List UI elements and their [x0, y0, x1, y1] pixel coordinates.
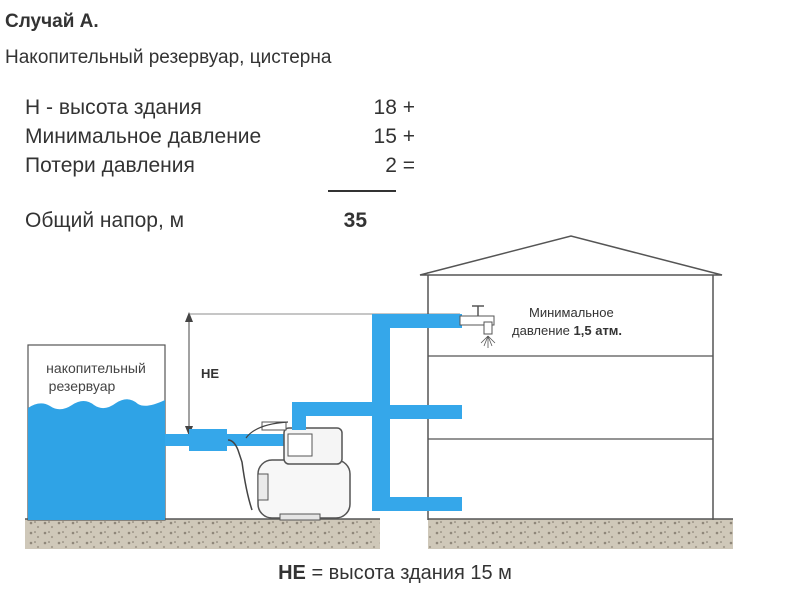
ground-left: [25, 519, 380, 549]
faucet-icon: [459, 305, 496, 348]
calc-value: 2 =: [385, 154, 415, 177]
sum-divider: [328, 190, 396, 192]
pressure-note-line1: Минимальное: [529, 305, 614, 320]
calc-total-value: 35: [343, 209, 367, 232]
storage-tank: накопительный резервуар: [27, 344, 166, 521]
tank-label-line2: резервуар: [49, 378, 116, 394]
riser-pipes: [300, 314, 462, 511]
calc-value: 18 +: [373, 96, 415, 119]
page-subtitle: Накопительный резервуар, цистерна: [5, 47, 332, 68]
calc-total-label: Общий напор, м: [25, 209, 185, 232]
calc-label: Потери давления: [25, 154, 195, 177]
pressure-note-line2: давление 1,5 атм.: [512, 323, 622, 338]
building: [419, 235, 723, 520]
bottom-caption: НЕ = высота здания 15 м: [0, 562, 790, 585]
caption-bold: НЕ: [278, 562, 306, 584]
page-title: Случай А.: [5, 11, 99, 32]
calc-label: Н - высота здания: [25, 96, 202, 119]
tank-label-line1: накопительный: [46, 360, 146, 376]
height-label: НЕ: [201, 366, 219, 381]
calc-label: Минимальное давление: [25, 125, 262, 148]
calc-value: 15 +: [373, 125, 415, 148]
pump-unit: [227, 402, 351, 521]
pressure-note-value: 1,5 атм.: [574, 323, 623, 338]
pressure-note-prefix: давление: [512, 323, 574, 338]
caption-rest: = высота здания 15 м: [305, 562, 512, 584]
ground-right: [428, 519, 733, 549]
